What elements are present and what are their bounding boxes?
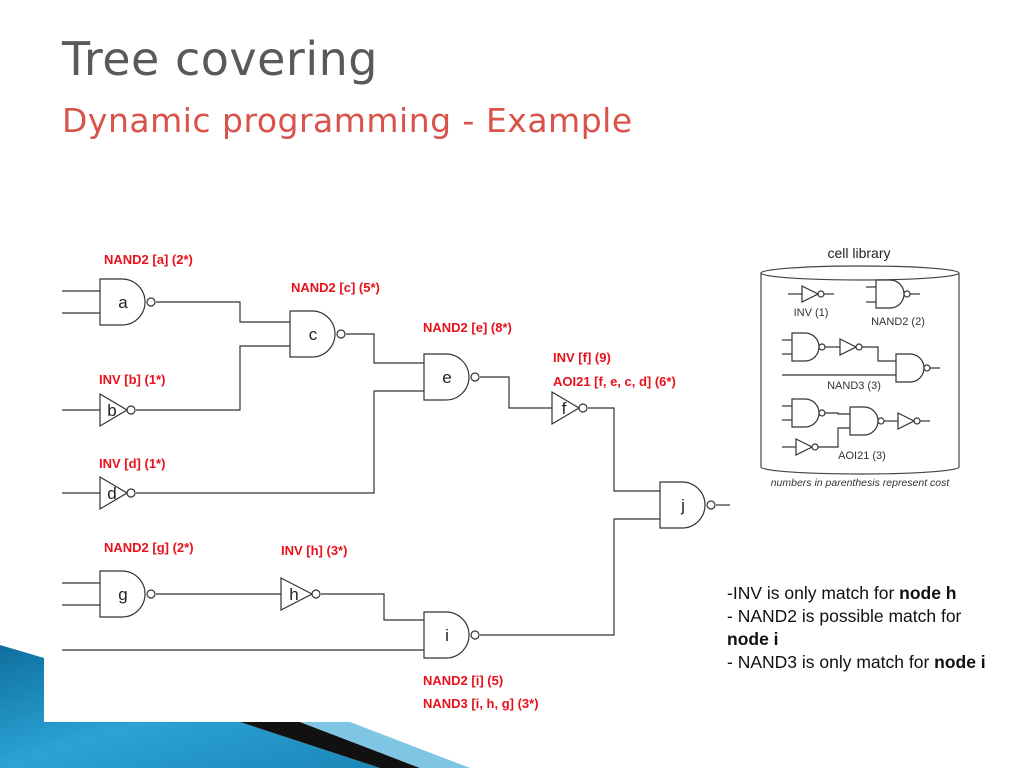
note-nand2: - NAND2 is possible match for node i — [727, 605, 987, 651]
gate-c: c — [289, 310, 346, 358]
black-swoosh — [240, 722, 420, 768]
gate-j-label: j — [680, 496, 685, 515]
label-gate-i-nand3: NAND3 [i, h, g] (3*) — [423, 696, 539, 711]
label-gate-g: NAND2 [g] (2*) — [104, 540, 194, 555]
label-gate-i-nand2: NAND2 [i] (5) — [423, 673, 504, 688]
lib-inv-icon — [788, 285, 834, 303]
note-nand2-node: node i — [727, 629, 779, 649]
gate-e: e — [423, 353, 480, 401]
label-gate-d: INV [d] (1*) — [99, 456, 166, 471]
label-gate-b: INV [b] (1*) — [99, 372, 166, 387]
label-gate-f-inv: INV [f] (9) — [553, 350, 611, 365]
notes-text: -INV is only match for node h - NAND2 is… — [727, 582, 987, 674]
label-gate-h: INV [h] (3*) — [281, 543, 348, 558]
lib-aoi21-icon — [782, 398, 930, 456]
gate-e-label: e — [442, 368, 451, 387]
gate-b: b — [99, 392, 136, 428]
gate-d-label: d — [107, 484, 116, 503]
gate-g-label: g — [118, 585, 127, 604]
blue-swoosh — [0, 645, 380, 768]
cell-library: cell library INV (1) NAND2 (2) — [760, 245, 960, 489]
gate-a: a — [99, 278, 156, 326]
gate-j: j — [659, 481, 716, 529]
label-gate-a: NAND2 [a] (2*) — [104, 252, 193, 267]
cell-library-note: numbers in parenthesis represent cost — [771, 477, 951, 489]
lib-nand3-label: NAND3 (3) — [827, 380, 881, 392]
gate-h: h — [280, 577, 321, 611]
label-gate-c: NAND2 [c] (5*) — [291, 280, 380, 295]
gate-a-label: a — [118, 293, 128, 312]
cell-library-title: cell library — [827, 245, 890, 261]
page-title: Tree covering — [62, 32, 378, 86]
wires — [62, 290, 730, 651]
lib-aoi21-label: AOI21 (3) — [838, 450, 886, 462]
label-gate-e: NAND2 [e] (8*) — [423, 320, 512, 335]
note-nand3: - NAND3 is only match for node i — [727, 651, 987, 674]
gate-g: g — [99, 570, 156, 618]
lib-inv-label: INV (1) — [794, 307, 829, 319]
page-subtitle: Dynamic programming - Example — [62, 101, 633, 140]
gate-d: d — [99, 475, 136, 511]
lib-nand2-label: NAND2 (2) — [871, 316, 925, 328]
note-inv-text: -INV is only match for — [727, 583, 900, 603]
gate-b-label: b — [107, 401, 116, 420]
gate-c-label: c — [309, 325, 318, 344]
note-nand3-node: node i — [934, 652, 986, 672]
lib-nand2-icon — [866, 279, 920, 309]
lib-nand3-icon — [782, 332, 940, 383]
note-inv-node: node h — [899, 583, 957, 603]
gate-f-label: f — [562, 399, 567, 418]
note-inv: -INV is only match for node h — [727, 582, 987, 605]
gate-i-label: i — [445, 626, 449, 645]
cylinder-top — [760, 265, 960, 281]
gate-h-label: h — [289, 585, 298, 604]
light-swoosh — [300, 722, 470, 768]
label-gate-f-aoi21: AOI21 [f, e, c, d] (6*) — [553, 374, 676, 389]
note-nand3-text: - NAND3 is only match for — [727, 652, 935, 672]
gate-f: f — [551, 390, 588, 426]
note-nand2-text: - NAND2 is possible match for — [727, 606, 962, 626]
gate-i: i — [423, 611, 480, 659]
